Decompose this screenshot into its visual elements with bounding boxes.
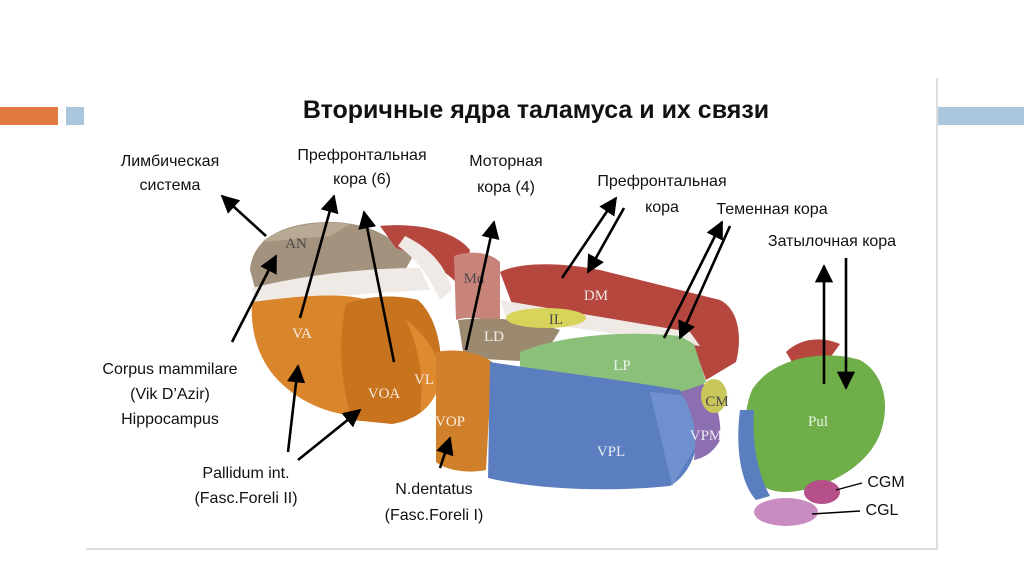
nucleus-va-shape: [251, 295, 372, 417]
right-blue-bar: [938, 107, 1024, 125]
dentatus-label-line2: (Fasc.Foreli I): [385, 507, 484, 524]
nucleus-an-label: AN: [285, 236, 307, 252]
left-blue-square: [66, 107, 84, 125]
mammilare-label-line3: Hippocampus: [121, 411, 219, 428]
nucleus-vpl-label: VPL: [597, 444, 625, 460]
limbic-label-line2: система: [140, 177, 201, 194]
leader-cgl: [811, 510, 861, 515]
arrow-pallidum-to-va: [286, 364, 306, 453]
nucleus-vl-label: VL: [414, 372, 434, 388]
arrow-pallidum-to-voa: [297, 408, 362, 462]
nucleus-voa-label: VOA: [368, 386, 401, 402]
nucleus-dm-label: DM: [584, 288, 608, 304]
arrow-dm-to-prefrontal-a: [560, 196, 618, 279]
nucleus-lp-label: LP: [613, 358, 631, 374]
leader-cgm: [835, 482, 863, 491]
prefrontal-label-line2: кора: [645, 199, 679, 216]
mammilare-label-line1: Corpus mammilare: [102, 361, 237, 378]
nucleus-lp-shape: [520, 333, 706, 394]
nucleus-pul-label: Pul: [808, 414, 828, 430]
motor4-label-line2: кора (4): [477, 179, 535, 196]
nucleus-va-label: VA: [292, 326, 312, 342]
nucleus-vpl-shape: [488, 362, 699, 490]
frame-bottom-border: [86, 548, 938, 550]
anterior-white-gap: [398, 236, 452, 300]
left-orange-bar: [0, 107, 58, 125]
mammilare-label-line2: (Vik D’Azir): [130, 386, 210, 403]
nucleus-cm-shape: [701, 379, 727, 413]
frame-right-border: [936, 78, 938, 550]
arrow-dentatus-to-vop: [436, 436, 454, 469]
arrow-dm-to-prefrontal-b: [586, 207, 626, 274]
arrow-an-to-limbic: [220, 194, 267, 237]
nucleus-il-label: IL: [549, 312, 563, 328]
cgm-label: CGM: [867, 474, 904, 491]
pallidum-label-line1: Pallidum int.: [202, 465, 289, 482]
nucleus-md-shape: [454, 252, 500, 322]
prefrontal6-label-line2: кора (6): [333, 171, 391, 188]
pallidum-label-line2: (Fasc.Foreli II): [194, 490, 297, 507]
nucleus-cm-label: CM: [705, 394, 728, 410]
nucleus-vop-label: VOP: [435, 414, 465, 430]
arrow-vop-to-motor4: [464, 220, 500, 351]
arrow-mammilare-to-an: [230, 254, 278, 343]
nucleus-cgm-shape: [804, 480, 840, 504]
pul-medial-face: [738, 410, 770, 500]
nucleus-vl-shape: [406, 320, 440, 412]
nucleus-vpl-highlight: [650, 392, 700, 486]
nucleus-vpm-label: VPM: [690, 428, 723, 444]
cgl-label: CGL: [866, 502, 899, 519]
arrow-lp-to-parietal-b: [678, 225, 732, 340]
dentatus-label-line1: N.dentatus: [395, 481, 472, 498]
arrow-voa-to-prefrontal6: [358, 210, 396, 363]
motor4-label-line1: Моторная: [469, 153, 542, 170]
nucleus-ld-label: LD: [484, 329, 504, 345]
occipital-label: Затылочная кора: [768, 233, 896, 250]
nucleus-il-shape: [506, 308, 586, 328]
white-band-an: [252, 268, 430, 306]
limbic-label-line1: Лимбическая: [121, 153, 220, 170]
parietal-label: Теменная кора: [716, 201, 827, 218]
diagram-title: Вторичные ядра таламуса и их связи: [303, 96, 769, 124]
prefrontal6-label-line1: Префронтальная: [297, 147, 426, 164]
nucleus-cgl-shape: [754, 498, 818, 526]
nucleus-an-top-shape: [262, 222, 350, 242]
prefrontal-label-line1: Префронтальная: [597, 173, 726, 190]
arrow-va-to-prefrontal6: [298, 194, 339, 319]
arrow-lp-to-parietal-a: [662, 220, 724, 339]
